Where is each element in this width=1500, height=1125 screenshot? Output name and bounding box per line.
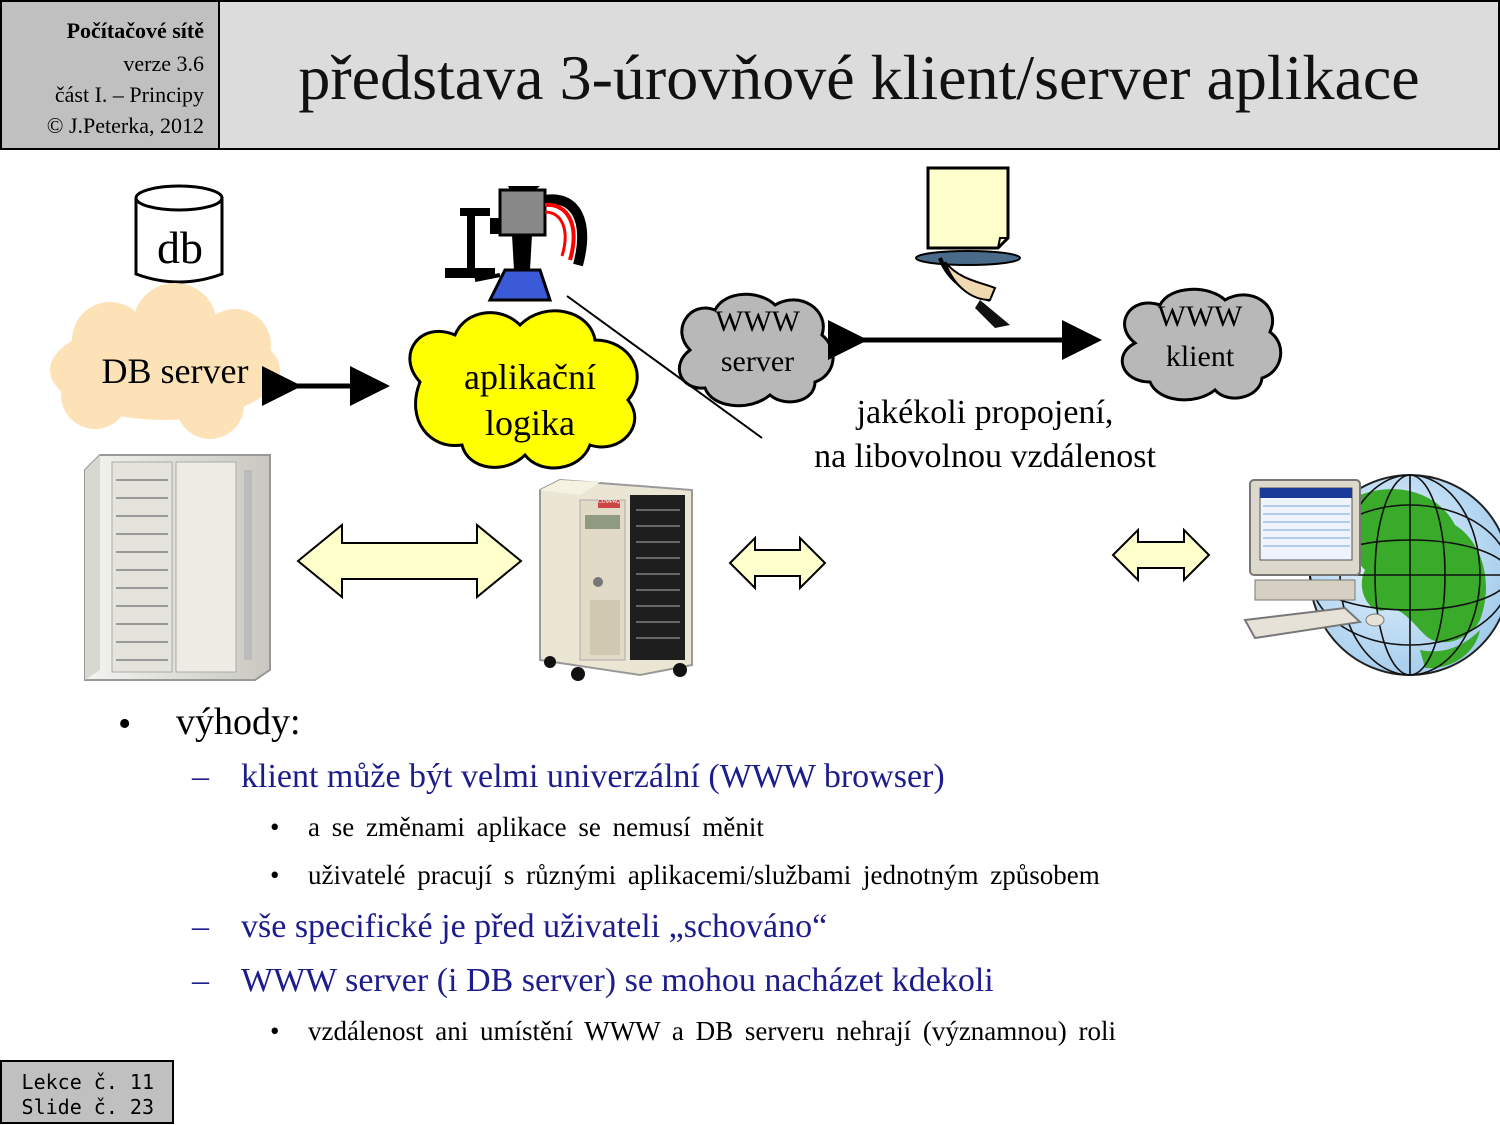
connection-label-line1: jakékoli propojení, bbox=[856, 394, 1114, 431]
app-logic-label-line1: aplikační bbox=[464, 357, 596, 397]
diagram-graphics bbox=[50, 166, 1500, 681]
app-logic-cloud bbox=[408, 309, 639, 470]
db-label: db bbox=[157, 222, 203, 273]
dash-marker: – bbox=[192, 758, 209, 795]
server-brand-label: COMPAQ bbox=[598, 499, 620, 505]
slide-number: Slide č. 23 bbox=[21, 1095, 154, 1119]
brand-badge bbox=[598, 500, 620, 508]
bullet-sub1-b: uživatelé pracují s různými aplikacemi/s… bbox=[308, 860, 1100, 890]
server-network-arrow bbox=[728, 535, 827, 591]
bullet-dot: • bbox=[118, 703, 132, 745]
course-version: verze 3.6 bbox=[123, 51, 204, 76]
www-server-label-line2: server bbox=[720, 345, 795, 378]
app-server-tower-icon bbox=[539, 478, 693, 681]
dash-marker: – bbox=[192, 962, 209, 999]
connector-line bbox=[566, 295, 763, 439]
computer-icon bbox=[1243, 479, 1385, 640]
bullet-sub1: klient může být velmi univerzální (WWW b… bbox=[241, 758, 945, 795]
bullet-dot: • bbox=[270, 860, 280, 890]
www-client-label-line2: klient bbox=[1165, 340, 1235, 373]
course-part: část I. – Principy bbox=[54, 82, 204, 107]
bullet-sub1-a: a se změnami aplikace se nemusí měnit bbox=[308, 812, 764, 842]
db-server-cloud bbox=[50, 283, 280, 439]
www-server-label-line1: WWW bbox=[715, 305, 800, 338]
title-box: představa 3-úrovňové klient/server aplik… bbox=[220, 0, 1500, 150]
slide-counter-box: Lekce č. 11 Slide č. 23 bbox=[0, 1060, 174, 1124]
bullet-dot: • bbox=[270, 1016, 280, 1046]
slide-title: představa 3-úrovňové klient/server aplik… bbox=[298, 42, 1420, 113]
bullet-sub3-a: vzdálenost ani umístění WWW a DB serveru… bbox=[308, 1016, 1117, 1046]
course-copyright: © J.Peterka, 2012 bbox=[46, 113, 204, 138]
bullet-sub2: vše specifické je před uživateli „schová… bbox=[241, 908, 828, 945]
dash-marker: – bbox=[192, 908, 209, 945]
database-server-rack-icon bbox=[84, 454, 271, 681]
architecture-diagram: db DB server aplikační logika WWW server… bbox=[0, 150, 1500, 690]
www-client-cloud bbox=[1120, 287, 1283, 402]
connection-label-line2: na libovolnou vzdálenost bbox=[814, 438, 1156, 475]
db-server-label: DB server bbox=[101, 351, 249, 391]
app-logic-label-line2: logika bbox=[485, 403, 575, 443]
bullet-main: výhody: bbox=[176, 701, 301, 743]
rack-server-big-arrow bbox=[296, 522, 523, 600]
database-icon bbox=[134, 184, 224, 284]
grinder-machine-icon bbox=[445, 186, 588, 302]
course-name: Počítačové sítě bbox=[66, 18, 204, 43]
course-info-box: Počítačové sítě verze 3.6 část I. – Prin… bbox=[0, 0, 220, 150]
www-client-label-line1: WWW bbox=[1157, 300, 1243, 333]
lecture-number: Lekce č. 11 bbox=[21, 1070, 154, 1094]
bullet-sub3: WWW server (i DB server) se mohou nacház… bbox=[241, 962, 994, 999]
document-tray-icon bbox=[915, 166, 1021, 328]
bullet-dot: • bbox=[270, 812, 280, 842]
network-client-arrow bbox=[1111, 527, 1211, 583]
